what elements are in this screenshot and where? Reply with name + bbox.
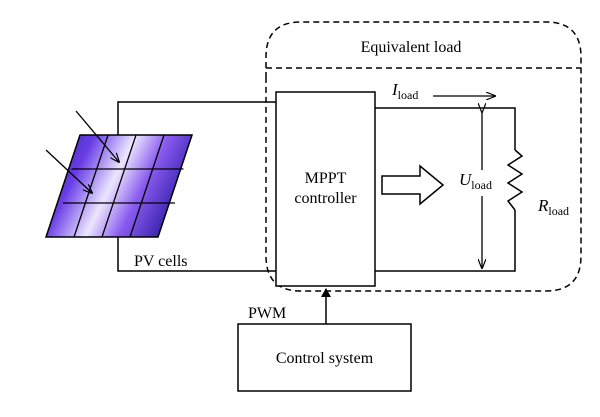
power-flow-arrow	[381, 164, 445, 206]
mppt-label-line2: controller	[294, 190, 357, 207]
load-current-label: Iload	[391, 80, 418, 102]
load-resistor	[506, 149, 524, 211]
sun-ray-arrow-2	[45, 149, 92, 193]
equivalent-load-region: Equivalent load	[265, 21, 582, 292]
sun-ray-arrow-1	[75, 110, 119, 162]
equivalent-load-label: Equivalent load	[361, 39, 462, 56]
load-voltage-label: Uload	[459, 170, 492, 192]
pv-bottom-wire	[117, 230, 276, 272]
pv-wires	[117, 101, 276, 272]
pwm-label: PWM	[248, 305, 286, 322]
control-system-box	[237, 323, 412, 392]
load-voltage-label-bg	[457, 170, 505, 196]
sun-ray-arrows	[45, 110, 119, 193]
load-circuit	[375, 107, 524, 272]
load-bottom-wire	[375, 210, 516, 272]
pv-cells-label: PV cells	[134, 253, 187, 270]
control-system-label: Control system	[276, 350, 374, 367]
load-top-wire	[375, 107, 516, 150]
pv-top-wire	[117, 101, 276, 140]
mppt-label-line1: MPPT	[305, 170, 347, 187]
pv-panel-grid	[63, 134, 184, 238]
pv-panel	[44, 110, 194, 238]
mppt-controller-box	[275, 91, 376, 287]
load-resistance-label: Rload	[537, 196, 569, 218]
